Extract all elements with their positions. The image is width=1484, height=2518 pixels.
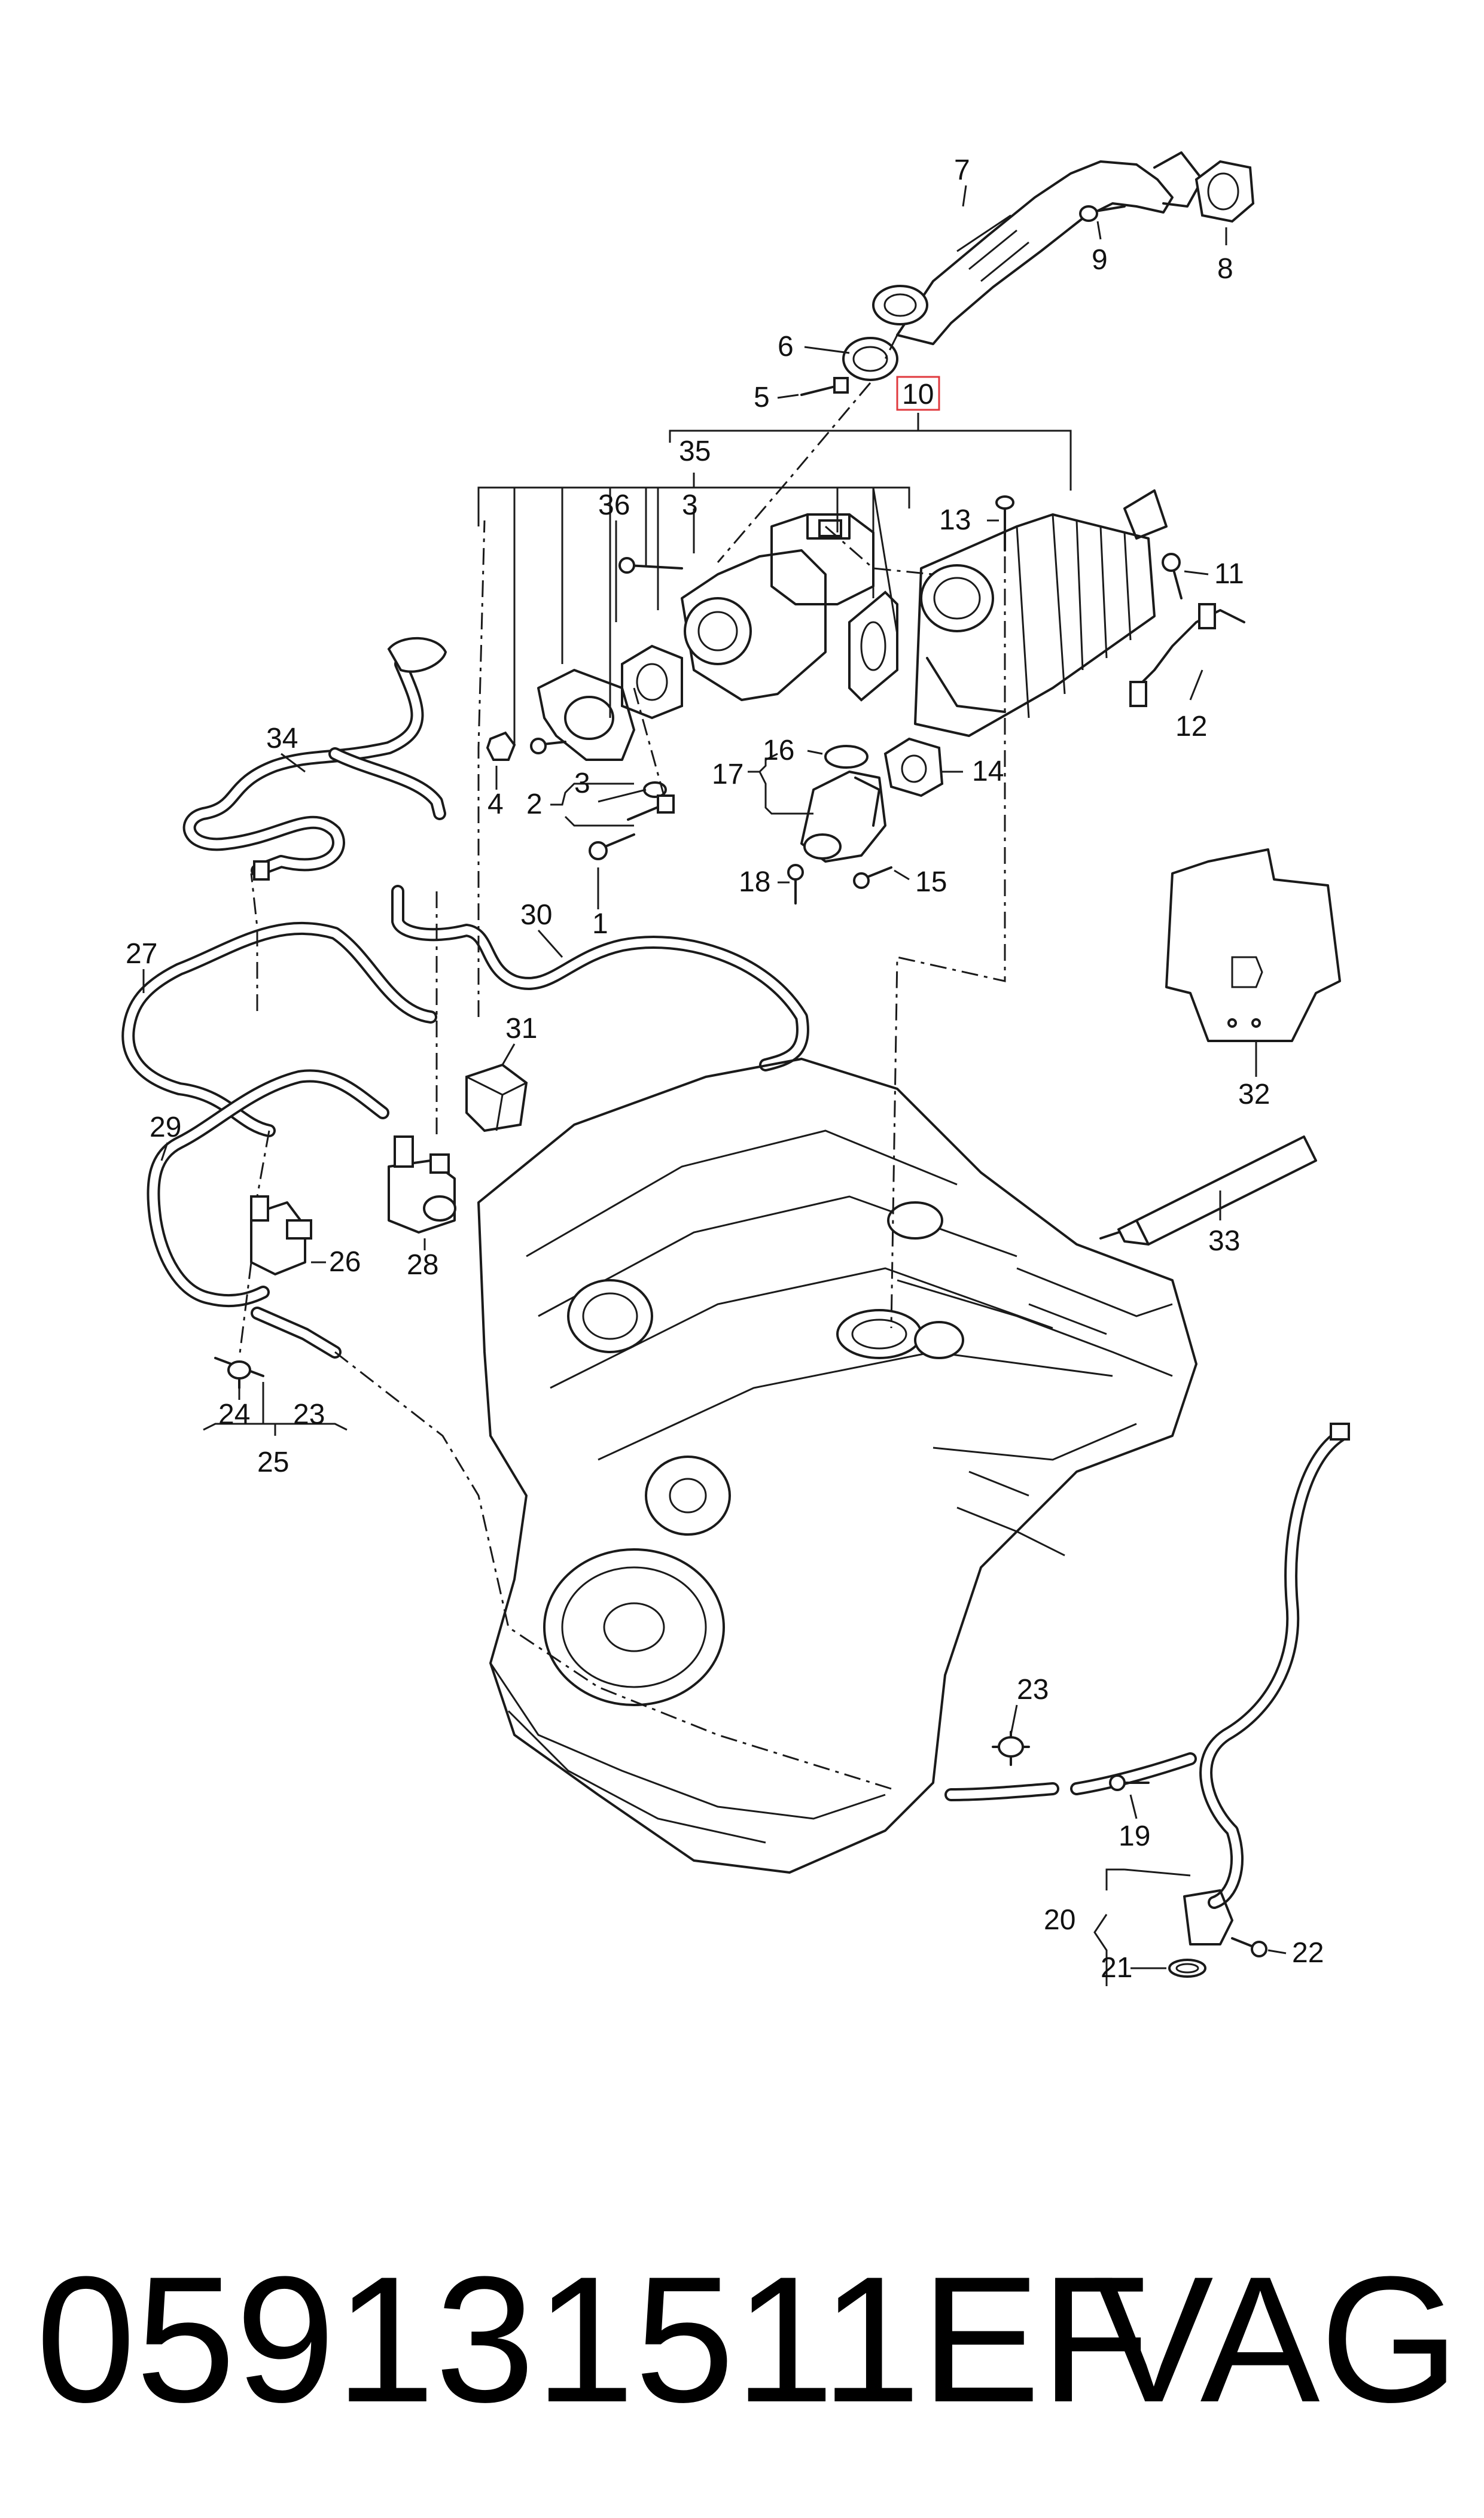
callout-29: 29 [150,1112,181,1143]
egr-parts-diagram: 7 9 8 6 5 10 35 36 3 13 11 12 16 14 17 1… [121,151,1350,1986]
callout-3-bottom: 3 [574,768,590,799]
vacuum-hose-30 [391,885,809,1071]
bolt-15 [853,866,892,889]
t-connector-23 [992,1731,1030,1766]
callout-10-highlight [896,376,940,411]
leaders [142,185,1287,1986]
callout-23-right: 23 [1017,1674,1049,1706]
connector-20 [1183,1889,1233,1945]
gasket-14 [883,737,944,797]
pressure-converter-28 [388,1135,456,1234]
callout-26: 26 [329,1246,361,1278]
vacuum-hose-27 [121,921,437,1137]
callout-6: 6 [778,331,794,363]
engine-block [477,1058,1197,1874]
callout-18: 18 [739,866,770,898]
flange-pipe [537,669,635,761]
callout-labels: 7 9 8 6 5 10 35 36 3 13 11 12 16 14 17 1… [126,154,1324,1984]
callout-19: 19 [1119,1820,1150,1852]
nut-4 [486,731,516,761]
temperature-sensor-12 [1129,603,1245,707]
callout-7: 7 [954,154,970,186]
callout-8: 8 [1217,253,1233,285]
callout-2: 2 [526,788,543,820]
callout-15: 15 [915,866,947,898]
callout-5: 5 [754,382,770,413]
callout-10: 10 [902,379,934,410]
callout-33: 33 [1208,1225,1240,1257]
part-number: 059131511EF [36,2239,1150,2440]
bolt-18 [787,864,804,905]
bolt-9 [1079,205,1126,222]
hose-right-19 [944,1423,1350,1909]
actuator-3 [770,513,874,605]
callout-13: 13 [939,504,971,536]
sealant-tube-33 [1099,1135,1317,1246]
callout-27: 27 [126,938,157,970]
callout-17: 17 [712,759,743,790]
heat-shield-32 [1165,848,1341,1042]
callout-25: 25 [257,1447,289,1478]
assembly-lines [238,334,1006,1790]
bolt-11 [1162,553,1183,599]
bolt-2 [530,738,566,754]
callout-28: 28 [407,1249,438,1281]
bolt-36 [618,557,683,574]
t-connector-24 [214,1357,264,1389]
egr-pipe [872,151,1203,345]
callout-30: 30 [520,899,552,931]
callout-9: 9 [1092,244,1108,276]
seal-16 [824,745,869,769]
callout-3-top: 3 [682,489,698,521]
gasket-2 [621,644,683,720]
vacuum-hose-34 [182,637,447,881]
bracket-31 [465,1063,528,1132]
callout-16: 16 [763,735,794,766]
callout-11: 11 [1214,558,1244,590]
egr-valve-36 [681,549,827,701]
callout-22: 22 [1292,1937,1324,1969]
o-ring-21 [1168,1959,1206,1978]
callout-36: 36 [598,489,630,521]
callout-34: 34 [266,723,298,754]
callout-32: 32 [1238,1079,1270,1110]
bolt-19 [1109,1774,1150,1791]
gasket-8 [1194,160,1255,223]
gasket-right [848,590,898,702]
bolt-13 [995,495,1014,552]
callout-14: 14 [972,756,1004,787]
callout-35: 35 [679,436,711,467]
callout-12: 12 [1175,711,1207,742]
bolt-5 [800,377,849,396]
callout-31: 31 [505,1013,537,1045]
callout-1: 1 [592,908,608,940]
brand-name: VAG [1093,2239,1459,2440]
stud-3 [627,794,675,821]
callout-20: 20 [1044,1904,1075,1936]
egr-cooler [914,489,1168,737]
bolt-1 [589,833,635,860]
valve-17 [800,771,886,863]
part-caption: 059131511EF VAG [36,2225,1459,2453]
callout-24: 24 [218,1399,250,1430]
gasket-6 [842,337,898,381]
callout-23-left: 23 [293,1399,325,1430]
bolt-22 [1231,1937,1267,1957]
callout-4: 4 [487,788,504,820]
callout-21: 21 [1101,1952,1132,1984]
pressure-converter-26 [250,1195,312,1275]
